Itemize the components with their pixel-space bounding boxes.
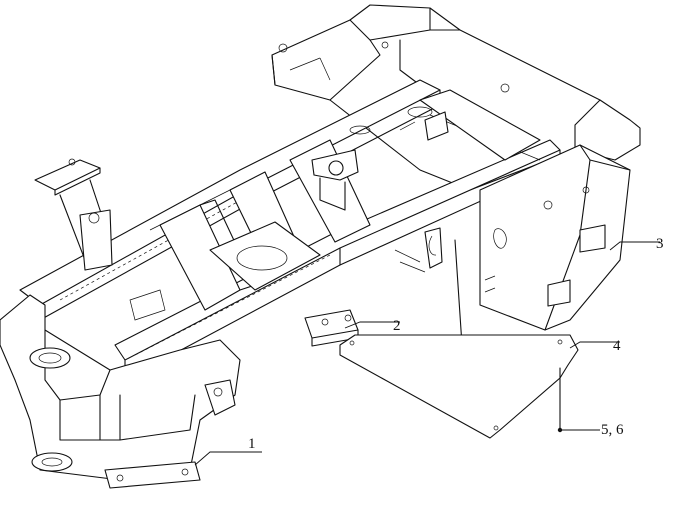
support-pad <box>304 309 359 347</box>
callout-label-3: 3 <box>656 236 664 252</box>
callout-label-2: 2 <box>393 318 401 334</box>
main-frame <box>19 79 561 381</box>
callout-5-6: 5, 6 <box>562 422 624 438</box>
callout-4: 4 <box>569 338 621 354</box>
bottom-plate <box>339 334 579 439</box>
callout-label-1: 1 <box>248 436 256 452</box>
callout-3: 3 <box>609 236 664 252</box>
callout-1: 1 <box>194 436 262 466</box>
callout-2: 2 <box>344 318 401 334</box>
counterweight-block <box>479 144 631 331</box>
callout-label-5-6: 5, 6 <box>601 422 624 438</box>
hook-bracket <box>394 227 463 346</box>
callout-label-4: 4 <box>613 338 621 354</box>
front-mount <box>0 289 241 489</box>
cab-support <box>34 158 113 271</box>
